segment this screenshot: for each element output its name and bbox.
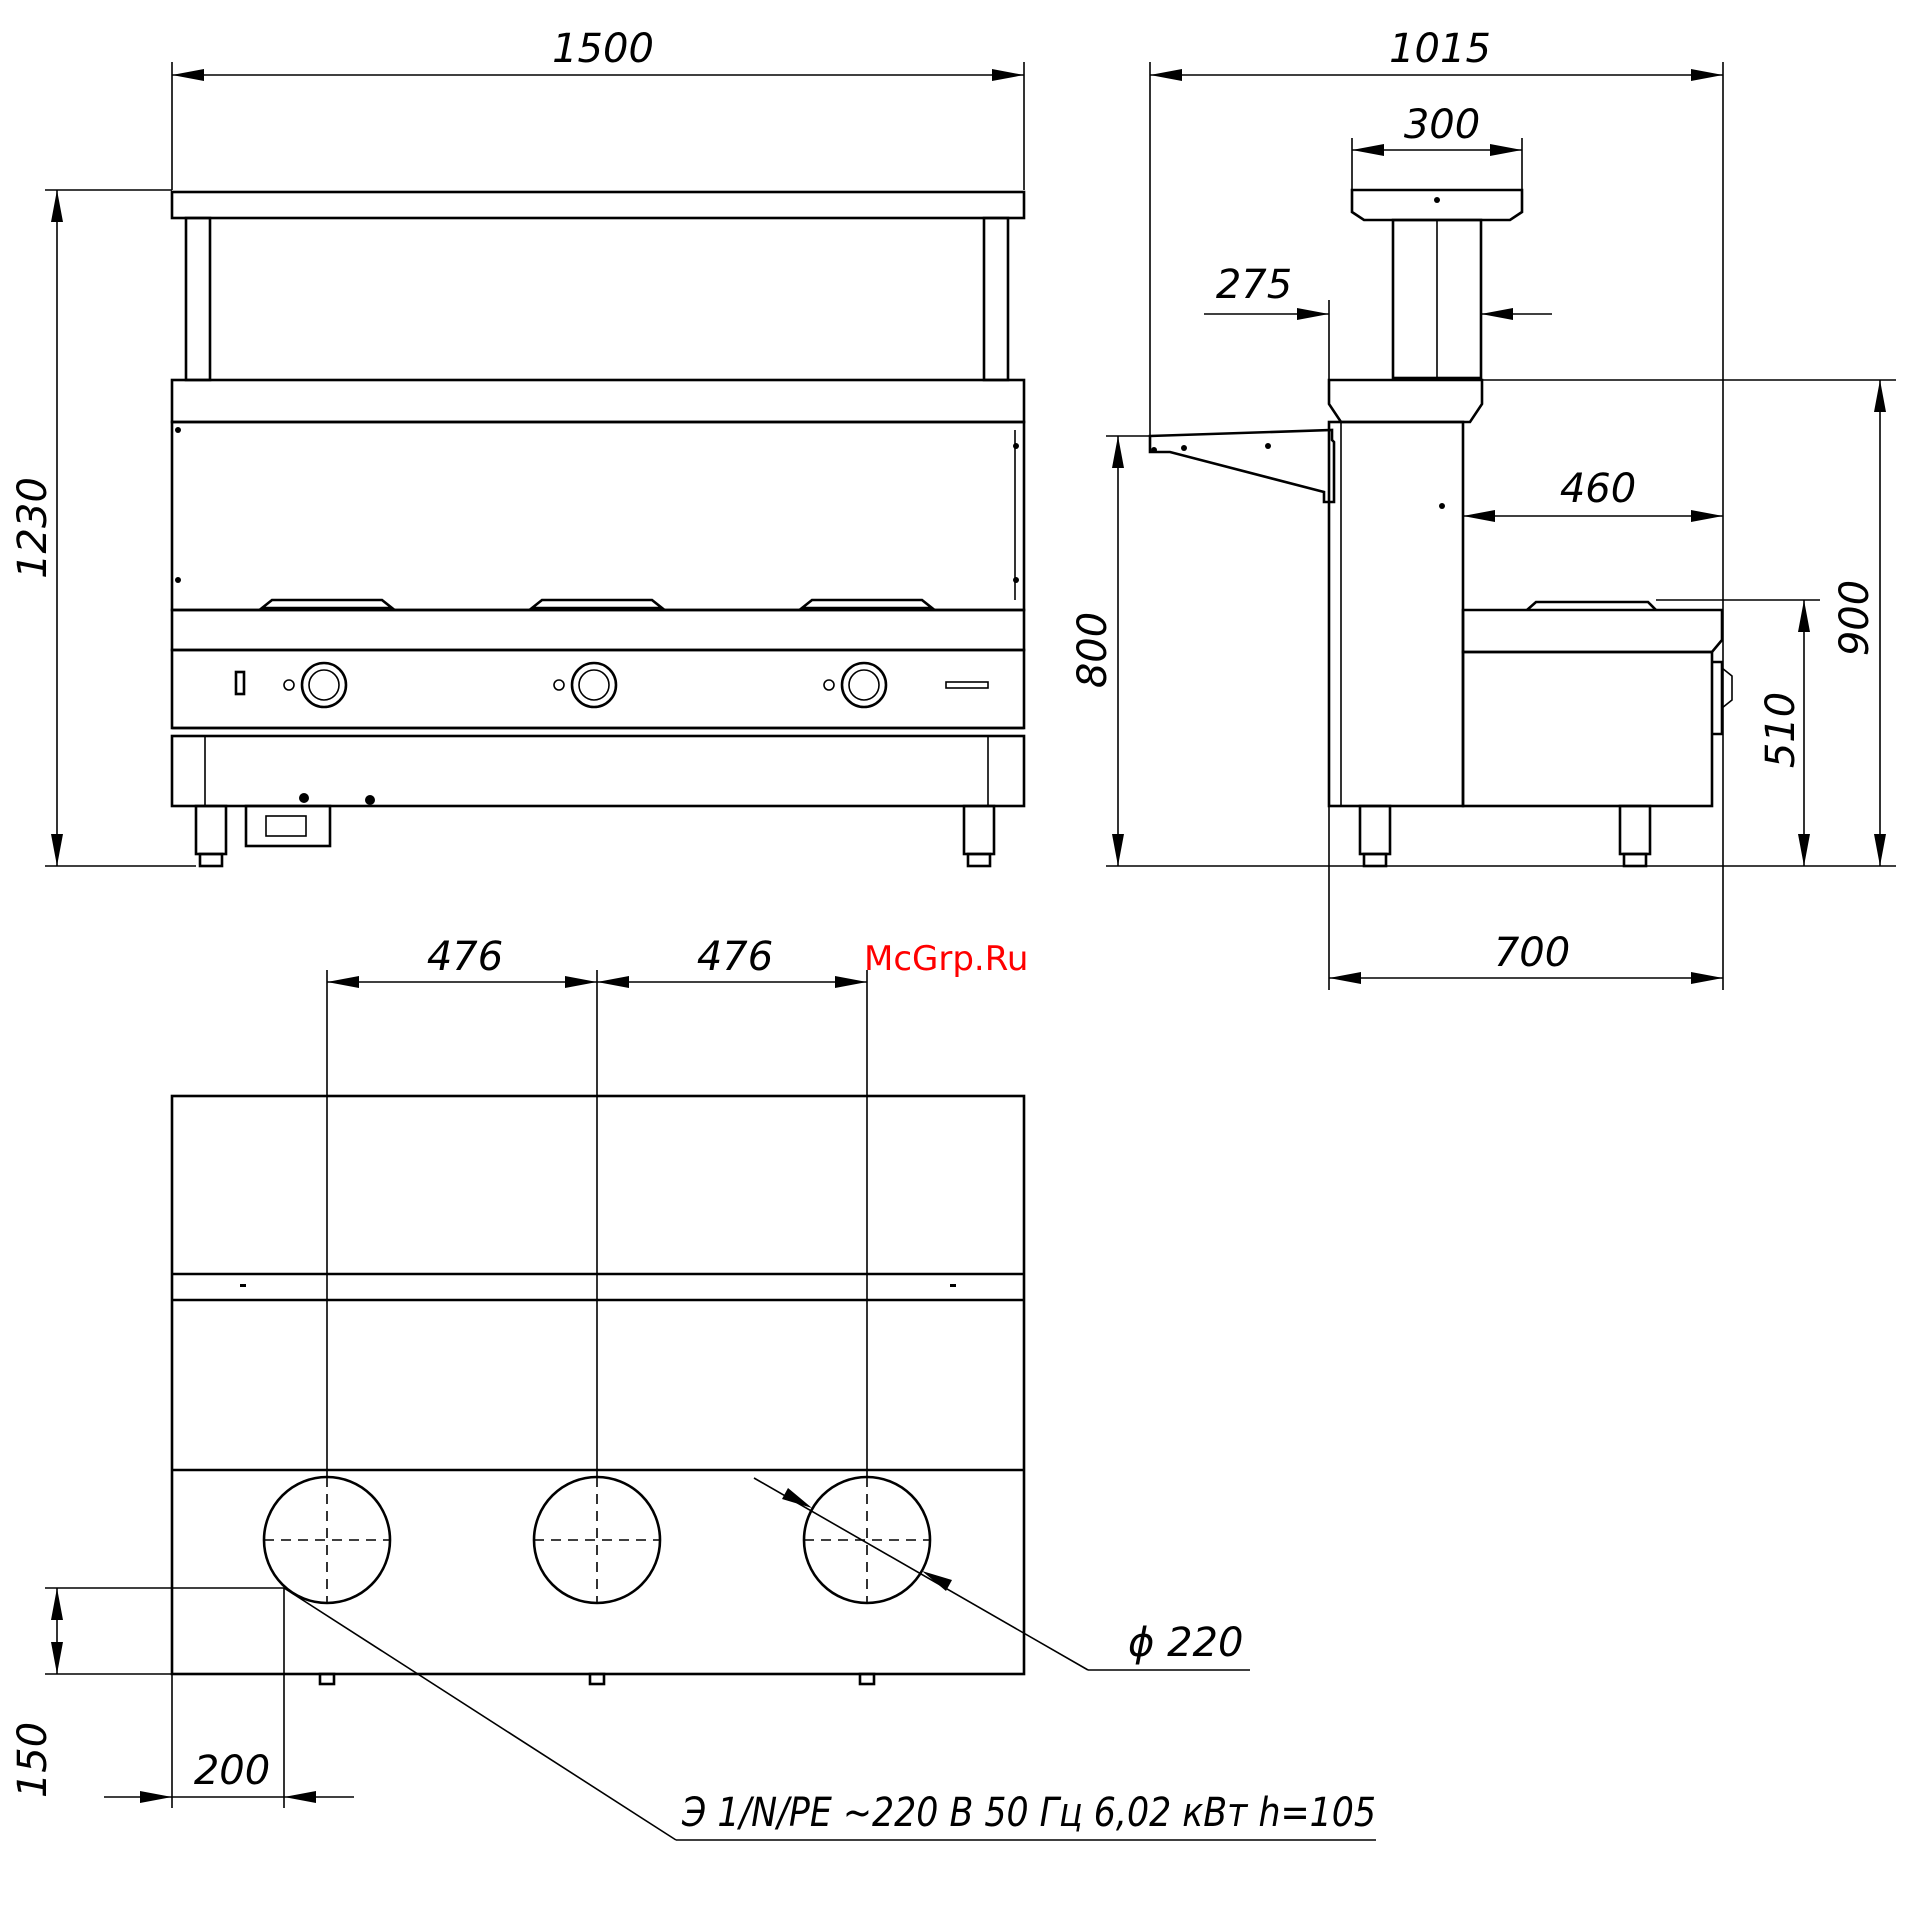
control-panel xyxy=(172,650,1024,728)
side-front-leg xyxy=(1360,806,1390,854)
post-offset-dim-label: 275 xyxy=(1216,262,1292,308)
spacing-1-dim-label: 476 xyxy=(427,934,503,980)
side-body xyxy=(1329,422,1463,806)
rear-dim-label: 460 xyxy=(1560,466,1636,512)
side-rear-leg xyxy=(1620,806,1650,854)
spacing-2-dim-label: 476 xyxy=(697,934,773,980)
hotplate-2 xyxy=(532,600,662,608)
base-depth-dim-label: 700 xyxy=(1494,930,1570,976)
body-top xyxy=(1329,380,1482,422)
cooking-unit-top xyxy=(1463,610,1722,652)
switch-indicator xyxy=(236,672,244,694)
sneeze-guard-panel xyxy=(172,422,1024,610)
side-view: 1015 300 275 460 900 510 xyxy=(1070,26,1896,990)
height-900-dim-label: 900 xyxy=(1832,580,1878,656)
hotplate-3 xyxy=(802,600,932,608)
electrical-note: Э 1/N/PE ~220 В 50 Гц 6,02 кВт h=105 xyxy=(681,1790,1376,1836)
height-510-dim-label: 510 xyxy=(1758,692,1804,768)
top-view: 476 476 ϕ 220 150 200 Э 1/N/PE ~220 В 50… xyxy=(10,934,1376,1840)
indicator-lamp-1 xyxy=(284,680,294,690)
shelf-tray xyxy=(1352,190,1522,220)
front-offset-dim-label: 150 xyxy=(10,1722,56,1798)
front-right-leg xyxy=(964,806,994,854)
right-post xyxy=(984,218,1008,380)
cooking-unit-body xyxy=(1463,652,1712,806)
height-dim-label: 1230 xyxy=(10,477,56,579)
counter-top xyxy=(172,380,1024,422)
top-outline xyxy=(172,1096,1024,1674)
control-knob-side xyxy=(1712,662,1722,734)
indicator-lamp-3 xyxy=(824,680,834,690)
height-800-dim-label: 800 xyxy=(1070,612,1116,688)
edge-offset-dim-label: 200 xyxy=(194,1748,270,1794)
depth-dim-label: 1015 xyxy=(1389,26,1491,72)
tray-slide xyxy=(1150,430,1334,502)
indicator-lamp-2 xyxy=(554,680,564,690)
brand-plate xyxy=(946,682,988,688)
junction-box xyxy=(246,806,330,846)
left-post xyxy=(186,218,210,380)
hotplate-1 xyxy=(262,600,392,608)
watermark: McGrp.Ru xyxy=(864,939,1028,979)
diameter-dim-label: ϕ 220 xyxy=(1128,1620,1243,1666)
shelf-width-dim-label: 300 xyxy=(1404,102,1480,148)
top-shelf xyxy=(172,192,1024,218)
width-dim-label: 1500 xyxy=(552,26,654,72)
front-view: 1500 1230 xyxy=(10,26,1024,866)
work-surface xyxy=(172,610,1024,650)
front-left-leg xyxy=(196,806,226,854)
